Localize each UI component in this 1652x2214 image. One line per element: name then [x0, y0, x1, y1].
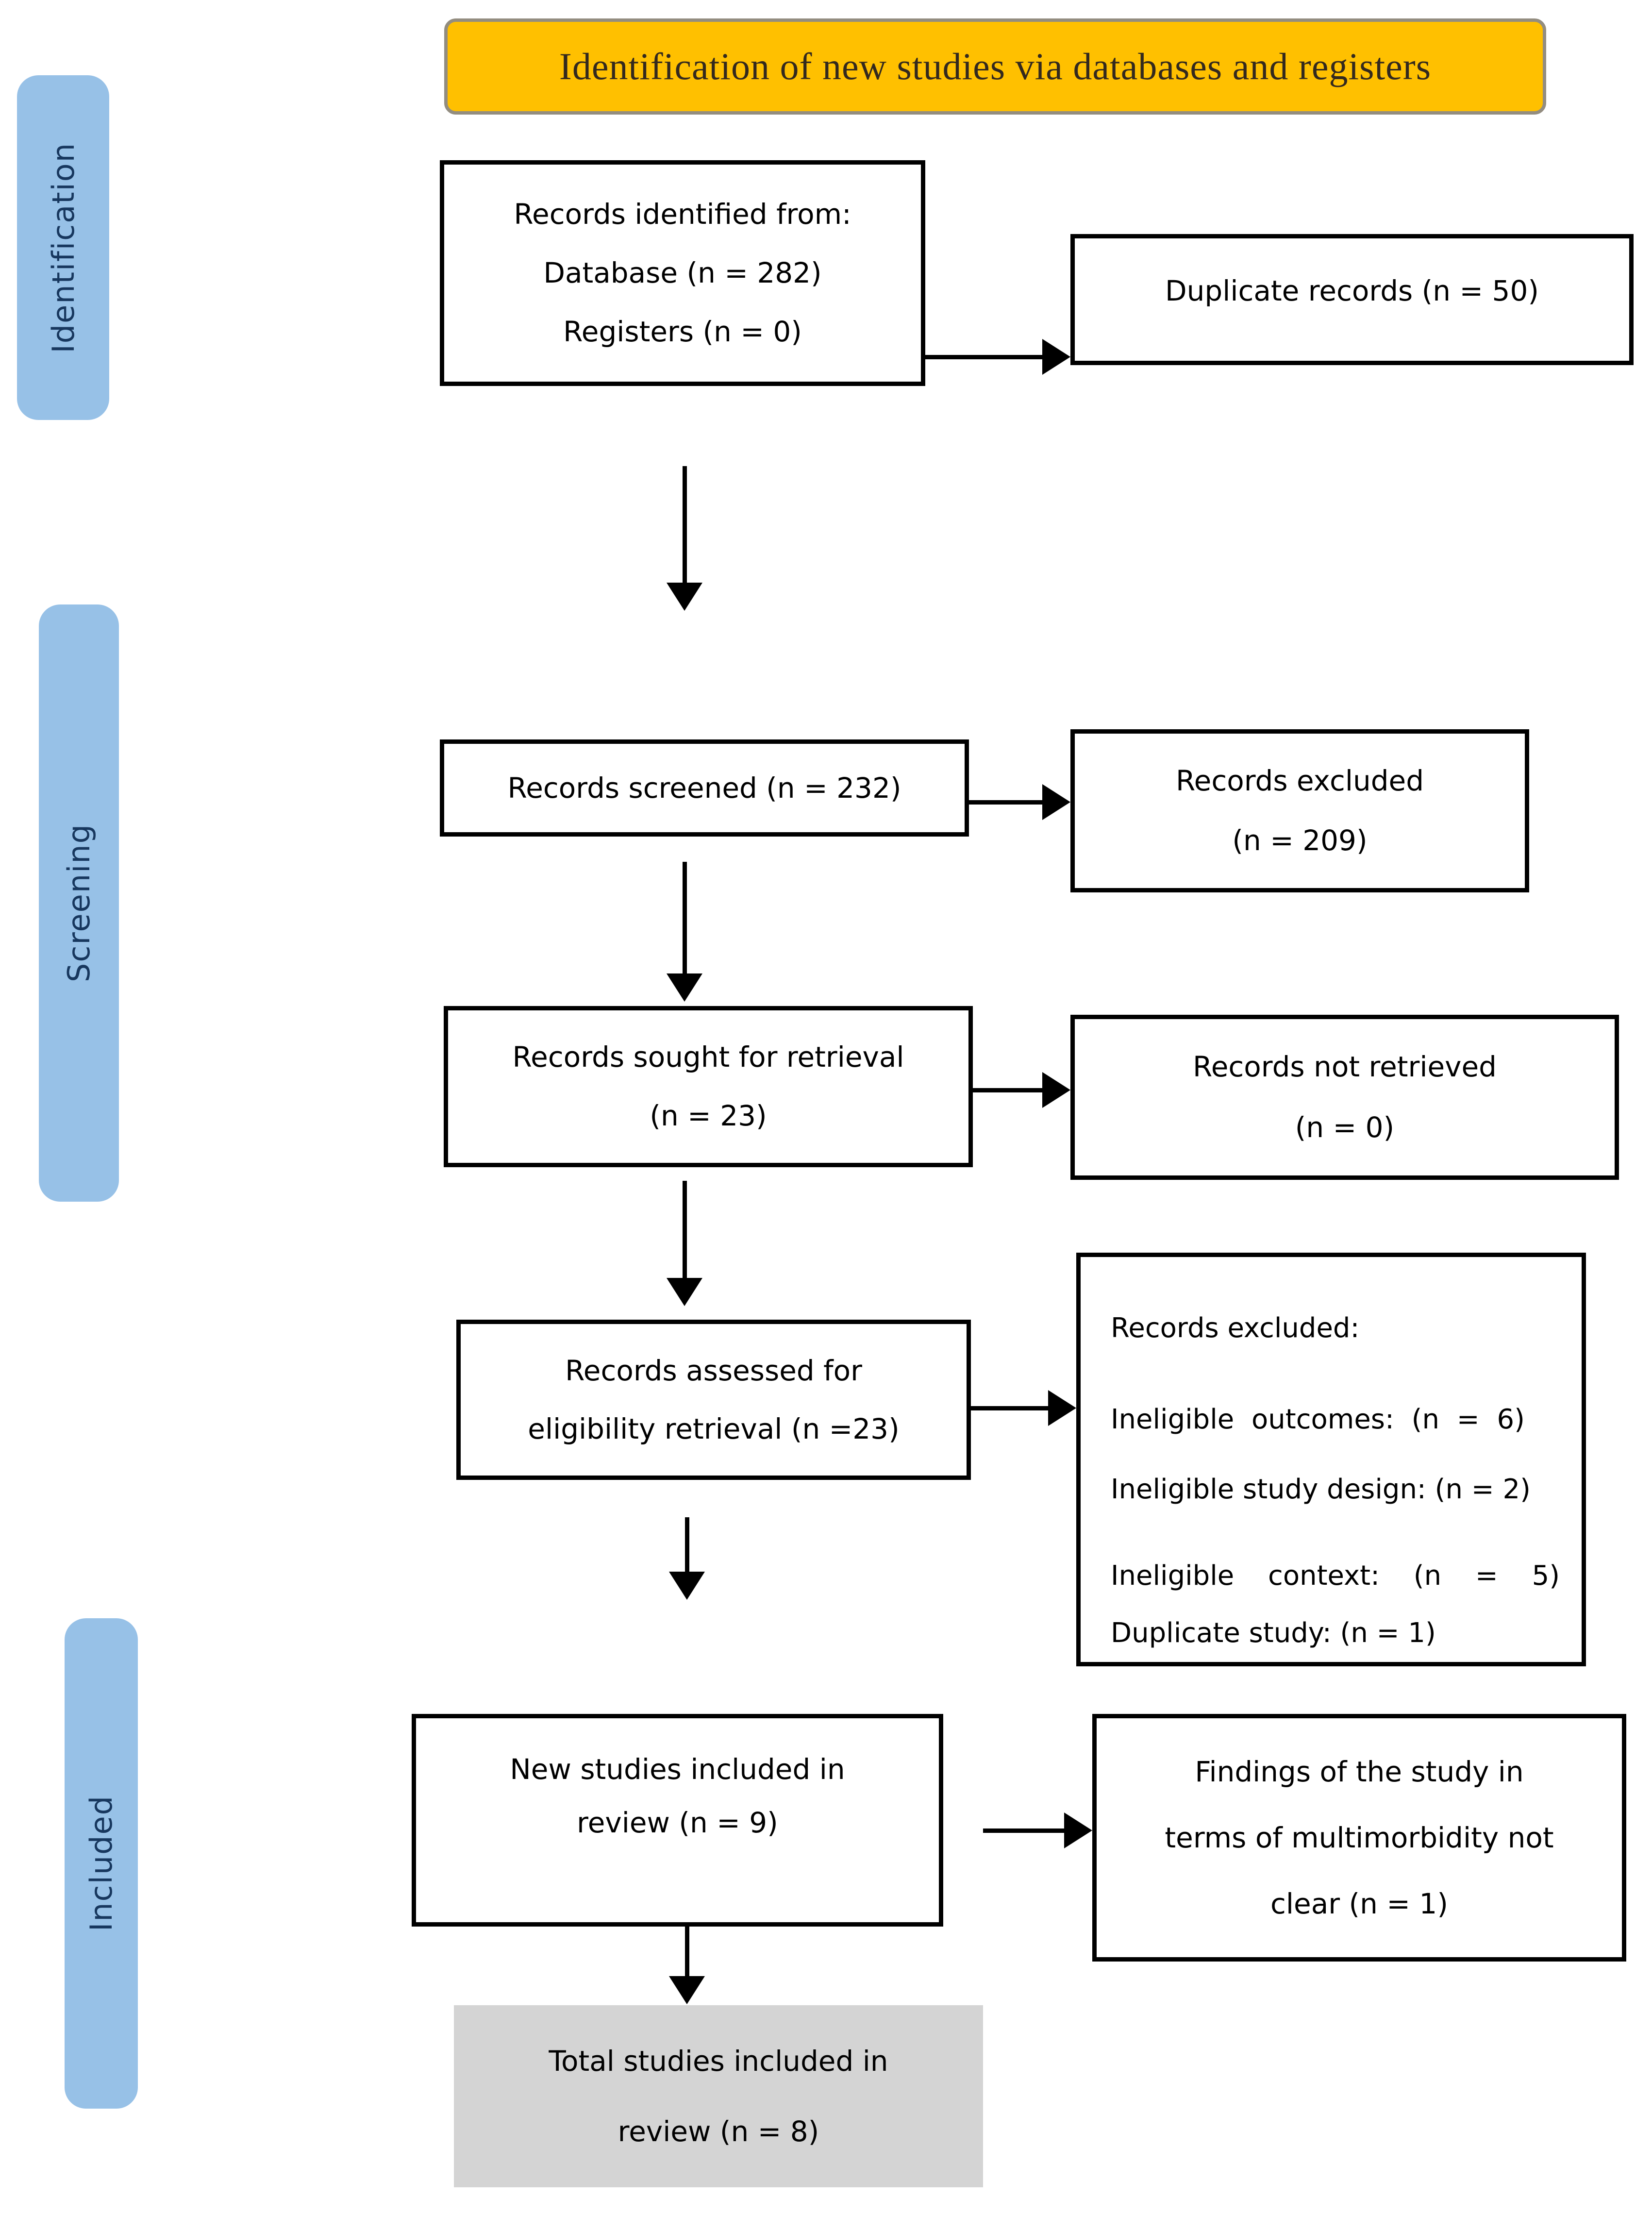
arrow-sought-to-not-retrieved-line: [973, 1088, 1042, 1092]
arrow-assessed-to-excluded-details-head: [1048, 1390, 1076, 1426]
excluded-details-item: Ineligible context: (n = 5): [1111, 1560, 1560, 1592]
box-line: Records identified from:: [514, 198, 851, 231]
arrow-screened-to-excluded-line: [969, 800, 1042, 805]
box-line: Findings of the study in: [1195, 1755, 1524, 1788]
stage-label-identification: Identification: [17, 75, 109, 420]
box-line: review (n = 8): [617, 2115, 819, 2148]
stage-label-identification-text: Identification: [45, 142, 81, 353]
box-duplicate-records: Duplicate records (n = 50): [1070, 234, 1634, 365]
arrow-sought-to-not-retrieved-head: [1042, 1072, 1070, 1108]
box-line: clear (n = 1): [1270, 1887, 1448, 1920]
excluded-details-item: Ineligible study design: (n = 2): [1111, 1474, 1531, 1505]
box-records-excluded-details: Records excluded: Ineligible outcomes: (…: [1076, 1253, 1586, 1666]
title-banner-text: Identification of new studies via databa…: [559, 45, 1432, 87]
box-records-identified: Records identified from: Database (n = 2…: [440, 160, 925, 386]
excluded-details-item: Ineligible outcomes: (n = 6): [1111, 1404, 1525, 1435]
arrow-screened-to-sought-head: [667, 973, 702, 1002]
box-total-studies-included: Total studies included in review (n = 8): [454, 2005, 983, 2187]
box-line: Database (n = 282): [543, 256, 822, 290]
box-line: Records assessed for: [565, 1354, 862, 1387]
box-line: (n = 209): [1232, 824, 1368, 857]
arrow-assessed-to-excluded-details-line: [971, 1406, 1048, 1410]
box-line: Records excluded: [1175, 764, 1424, 798]
arrow-screened-to-sought-line: [683, 862, 687, 973]
arrow-identified-to-duplicate-head: [1042, 339, 1070, 375]
stage-label-screening: Screening: [39, 604, 119, 1202]
box-records-excluded: Records excluded (n = 209): [1070, 729, 1529, 892]
box-line: eligibility retrieval (n =23): [528, 1412, 900, 1445]
stage-label-included-text: Included: [83, 1795, 119, 1932]
box-line: Records sought for retrieval: [512, 1040, 904, 1074]
box-line: New studies included in: [510, 1752, 845, 1786]
arrow-identified-to-screened-line: [683, 466, 687, 583]
box-line: Records screened (n = 232): [507, 771, 901, 805]
box-records-not-retrieved: Records not retrieved (n = 0): [1070, 1015, 1619, 1180]
excluded-details-heading: Records excluded:: [1111, 1312, 1360, 1344]
arrow-assessed-to-new-studies-line: [685, 1517, 689, 1572]
excluded-details-item: Duplicate study: (n = 1): [1111, 1617, 1436, 1649]
arrow-new-studies-to-findings-head: [1064, 1812, 1092, 1848]
box-records-sought: Records sought for retrieval (n = 23): [444, 1006, 973, 1167]
box-findings-not-clear: Findings of the study in terms of multim…: [1092, 1714, 1626, 1962]
arrow-new-studies-to-total-head: [669, 1976, 705, 2004]
arrow-sought-to-assessed-head: [667, 1278, 702, 1306]
arrow-new-studies-to-findings-line: [983, 1828, 1064, 1833]
box-line: Registers (n = 0): [563, 315, 802, 349]
box-line: (n = 0): [1295, 1111, 1395, 1144]
box-line: Records not retrieved: [1193, 1050, 1497, 1084]
box-records-screened: Records screened (n = 232): [440, 739, 969, 837]
box-line: terms of multimorbidity not: [1165, 1821, 1554, 1854]
arrow-screened-to-excluded-head: [1042, 784, 1070, 820]
box-new-studies-included: New studies included in review (n = 9): [412, 1714, 943, 1927]
stage-label-screening-text: Screening: [61, 823, 97, 983]
box-line: Duplicate records (n = 50): [1165, 274, 1539, 307]
box-records-assessed: Records assessed for eligibility retriev…: [456, 1320, 971, 1480]
box-line: Total studies included in: [549, 2044, 888, 2078]
box-line: review (n = 9): [577, 1806, 778, 1839]
title-banner: Identification of new studies via databa…: [444, 18, 1546, 115]
arrow-new-studies-to-total-line: [685, 1925, 689, 1976]
arrow-identified-to-screened-head: [667, 583, 702, 611]
arrow-sought-to-assessed-line: [683, 1181, 687, 1278]
arrow-assessed-to-new-studies-head: [669, 1572, 705, 1600]
arrow-identified-to-duplicate-line: [925, 355, 1042, 359]
stage-label-included: Included: [65, 1618, 138, 2109]
box-line: (n = 23): [650, 1099, 767, 1133]
